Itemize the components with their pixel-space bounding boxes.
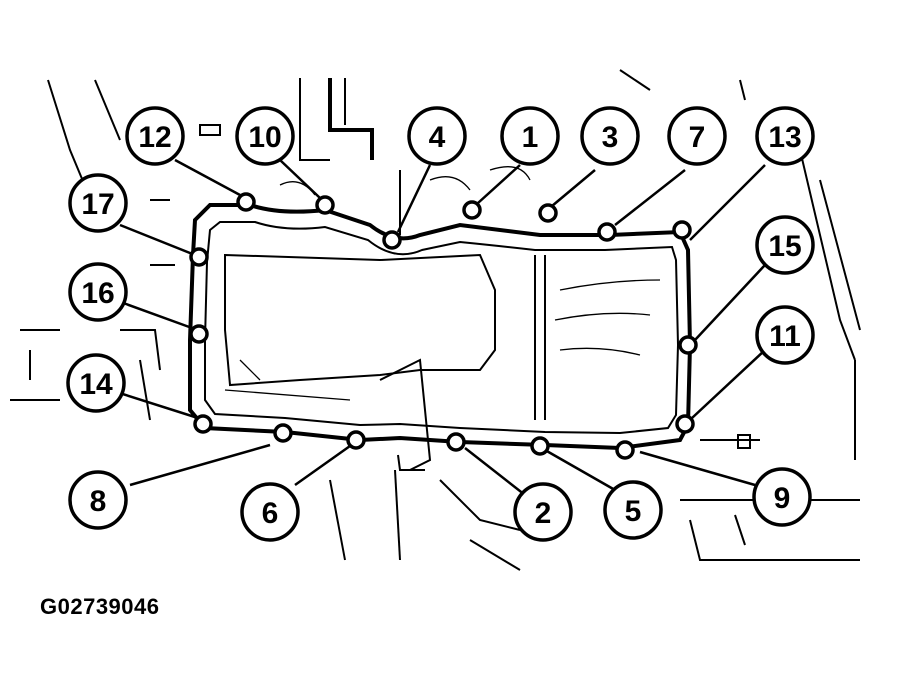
callout-2: 2 <box>513 482 573 542</box>
svg-text:12: 12 <box>138 121 171 154</box>
bolt-5 <box>530 436 550 456</box>
svg-text:5: 5 <box>625 495 642 528</box>
callout-11: 11 <box>755 305 815 365</box>
svg-text:9: 9 <box>774 482 791 515</box>
callout-6: 6 <box>240 482 300 542</box>
callout-13: 13 <box>755 106 815 166</box>
bolt-12 <box>236 192 256 212</box>
bolt-1 <box>462 200 482 220</box>
callout-4: 4 <box>407 106 467 166</box>
svg-text:3: 3 <box>602 121 619 154</box>
bolt-17 <box>189 247 209 267</box>
bolt-15 <box>678 335 698 355</box>
callout-16: 16 <box>68 262 128 322</box>
leader-lines <box>109 158 766 496</box>
callout-1: 1 <box>500 106 560 166</box>
callout-8: 8 <box>68 470 128 530</box>
bolt-3 <box>538 203 558 223</box>
svg-text:17: 17 <box>81 188 114 221</box>
bolt-2 <box>446 432 466 452</box>
oil-pan-gasket <box>188 203 693 451</box>
bolt-7 <box>597 222 617 242</box>
svg-text:11: 11 <box>769 320 801 353</box>
callout-15: 15 <box>755 215 815 275</box>
svg-text:7: 7 <box>689 121 706 154</box>
callout-12: 12 <box>125 106 185 166</box>
callout-17: 17 <box>68 173 128 233</box>
callouts: 12 10 4 1 3 7 13 17 <box>66 106 815 542</box>
svg-text:6: 6 <box>262 497 279 530</box>
bolt-9 <box>615 440 635 460</box>
svg-text:2: 2 <box>535 497 552 530</box>
bolt-6 <box>346 430 366 450</box>
bolts <box>189 192 698 460</box>
callout-5: 5 <box>603 480 663 540</box>
bolt-4 <box>382 230 402 250</box>
callout-9: 9 <box>752 467 812 527</box>
bolt-14 <box>193 414 213 434</box>
svg-text:14: 14 <box>79 368 113 401</box>
figure-id-label: G02739046 <box>40 594 160 619</box>
bolt-16 <box>189 324 209 344</box>
svg-text:13: 13 <box>768 121 801 154</box>
svg-text:16: 16 <box>81 277 114 310</box>
svg-text:4: 4 <box>429 121 446 154</box>
svg-text:10: 10 <box>248 121 281 154</box>
svg-text:8: 8 <box>90 485 107 518</box>
callout-10: 10 <box>235 106 295 166</box>
svg-text:15: 15 <box>768 230 801 263</box>
bolt-11 <box>675 414 695 434</box>
svg-text:1: 1 <box>522 121 539 154</box>
bolt-13 <box>672 220 692 240</box>
bolt-10 <box>315 195 335 215</box>
callout-7: 7 <box>667 106 727 166</box>
callout-14: 14 <box>66 353 126 413</box>
callout-3: 3 <box>580 106 640 166</box>
bolt-8 <box>273 423 293 443</box>
